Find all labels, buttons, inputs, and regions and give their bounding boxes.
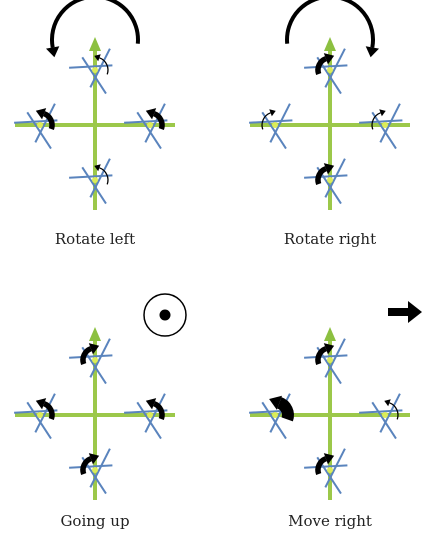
rotor-hub — [92, 357, 98, 363]
rotor-bottom — [69, 448, 113, 495]
rotor-left — [14, 393, 58, 440]
yaw-clockwise-arrow-icon — [285, 0, 379, 58]
front-direction-arrow-icon — [324, 327, 336, 341]
propeller-blades-icon — [359, 103, 403, 150]
caption-rotate-right: Rotate right — [283, 230, 377, 248]
rotor-bottom-counterclockwise-arrow-icon — [94, 164, 109, 185]
rotor-right-counterclockwise-arrow-icon — [145, 398, 165, 421]
rotor-hub — [327, 177, 333, 183]
panel-going-up — [14, 293, 187, 500]
rotor-hub — [37, 122, 43, 128]
up-out-of-page-icon — [143, 293, 187, 337]
panel-rotate-left — [14, 0, 175, 210]
front-direction-arrow-icon — [89, 327, 101, 341]
caption-rotate-left: Rotate left — [54, 230, 136, 248]
rotor-right — [124, 103, 168, 150]
rotor-left — [249, 103, 293, 150]
rotor-top-clockwise-arrow-icon — [315, 53, 335, 76]
rotor-hub — [272, 122, 278, 128]
rotor-top — [69, 338, 113, 385]
rotor-hub — [272, 412, 278, 418]
rotor-hub — [147, 412, 153, 418]
propeller-blades-icon — [304, 158, 348, 205]
rotor-right — [359, 103, 403, 150]
rotor-bottom — [69, 158, 113, 205]
front-direction-arrow-icon — [324, 37, 336, 51]
propeller-blades-icon — [69, 48, 113, 95]
right-arrow-icon — [388, 301, 422, 323]
rotor-left — [249, 393, 294, 440]
rotor-bottom-clockwise-arrow-icon — [315, 453, 335, 476]
front-direction-arrow-icon — [89, 37, 101, 51]
caption-going-up: Going up — [60, 512, 130, 530]
rotor-hub — [92, 177, 98, 183]
rotor-left-counterclockwise-arrow-icon — [35, 108, 55, 131]
rotor-right-clockwise-arrow-icon — [371, 109, 386, 130]
rotor-hub — [327, 357, 333, 363]
rotor-top-clockwise-arrow-icon — [315, 343, 335, 366]
rotor-top — [69, 48, 113, 95]
rotor-bottom — [304, 158, 348, 205]
rotor-bottom-clockwise-arrow-icon — [315, 163, 335, 186]
rotor-top — [304, 338, 348, 385]
rotor-top-counterclockwise-arrow-icon — [94, 54, 109, 75]
rotor-hub — [327, 467, 333, 473]
rotor-hub — [37, 412, 43, 418]
rotor-right — [359, 393, 403, 440]
rotor-hub — [382, 122, 388, 128]
rotor-hub — [92, 467, 98, 473]
rotor-left-clockwise-arrow-icon — [261, 109, 276, 130]
rotor-bottom — [304, 448, 348, 495]
rotor-left-counterclockwise-arrow-icon — [35, 398, 55, 421]
rotor-right — [124, 393, 168, 440]
panel-move-right — [249, 301, 422, 500]
rotor-bottom-clockwise-arrow-icon — [80, 453, 100, 476]
propeller-blades-icon — [359, 393, 403, 440]
rotor-top — [304, 48, 348, 95]
rotor-right-counterclockwise-arrow-icon — [384, 399, 399, 420]
rotor-hub — [147, 122, 153, 128]
panel-rotate-right — [249, 0, 410, 210]
propeller-blades-icon — [249, 103, 293, 150]
rotor-left-counterclockwise-arrow-icon — [269, 395, 294, 422]
caption-move-right: Move right — [288, 512, 372, 530]
rotor-hub — [327, 67, 333, 73]
rotor-hub — [92, 67, 98, 73]
rotor-right-counterclockwise-arrow-icon — [145, 108, 165, 131]
rotor-top-clockwise-arrow-icon — [80, 343, 100, 366]
rotor-left — [14, 103, 58, 150]
rotor-hub — [382, 412, 388, 418]
yaw-counterclockwise-arrow-icon — [46, 0, 140, 58]
propeller-blades-icon — [69, 158, 113, 205]
propeller-blades-icon — [124, 393, 168, 440]
